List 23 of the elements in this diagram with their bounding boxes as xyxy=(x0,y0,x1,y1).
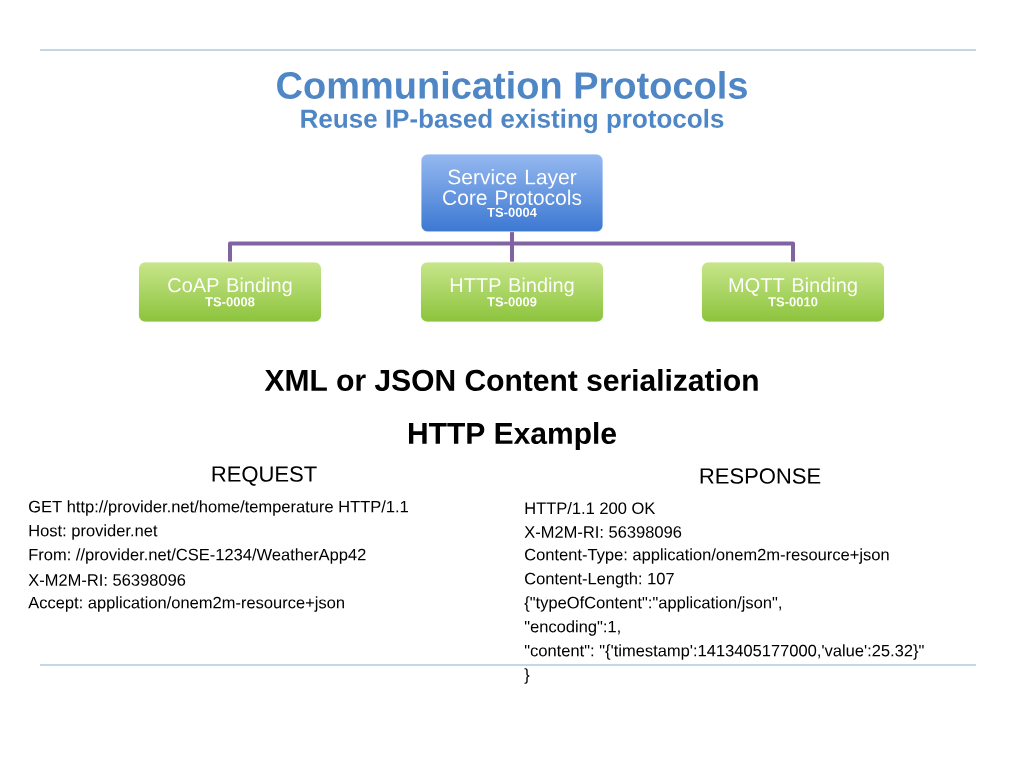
column-heading: RESPONSE xyxy=(700,468,821,484)
binding-box: HTTP Binding TS-0009 xyxy=(420,261,604,323)
heading: XML or JSON Content serialization xyxy=(264,369,758,392)
code-line: Content-Length: 107 xyxy=(525,572,674,588)
code-line: Accept: application/onem2m-resource+json xyxy=(28,596,344,612)
heading: HTTP Example xyxy=(409,422,616,450)
code-line: Content-Type: application/onem2m-resource+json xyxy=(525,548,889,564)
code-line: } xyxy=(524,668,530,684)
code-line: X-M2M-RI: 56398096 xyxy=(28,574,186,586)
connector xyxy=(510,232,795,262)
code-line: HTTP/1.1 200 OK xyxy=(525,501,656,515)
code-line: "content": "{'timestamp':1413405177000,'value':25.32}" xyxy=(524,644,924,660)
core-protocol-box: Service Layer Core Protocols TS-0004 xyxy=(420,153,604,233)
code-line: X-M2M-RI: 56398096 xyxy=(524,526,682,538)
code-line: Host: provider.net xyxy=(29,524,158,540)
code-line: GET http://provider.net/home/temperature HTTP/1.1 xyxy=(29,500,408,516)
code-line: From: //provider.net/CSE-1234/WeatherApp42 xyxy=(29,548,366,564)
code-line: {"typeOfContent":"application/json", xyxy=(524,596,781,612)
column-heading: REQUEST xyxy=(212,466,317,486)
binding-box: CoAP Binding TS-0008 xyxy=(138,261,322,323)
binding-box: MQTT Binding TS-0010 xyxy=(701,261,885,323)
code-line: "encoding":1, xyxy=(524,620,620,636)
title: Communication Protocols xyxy=(277,71,747,99)
